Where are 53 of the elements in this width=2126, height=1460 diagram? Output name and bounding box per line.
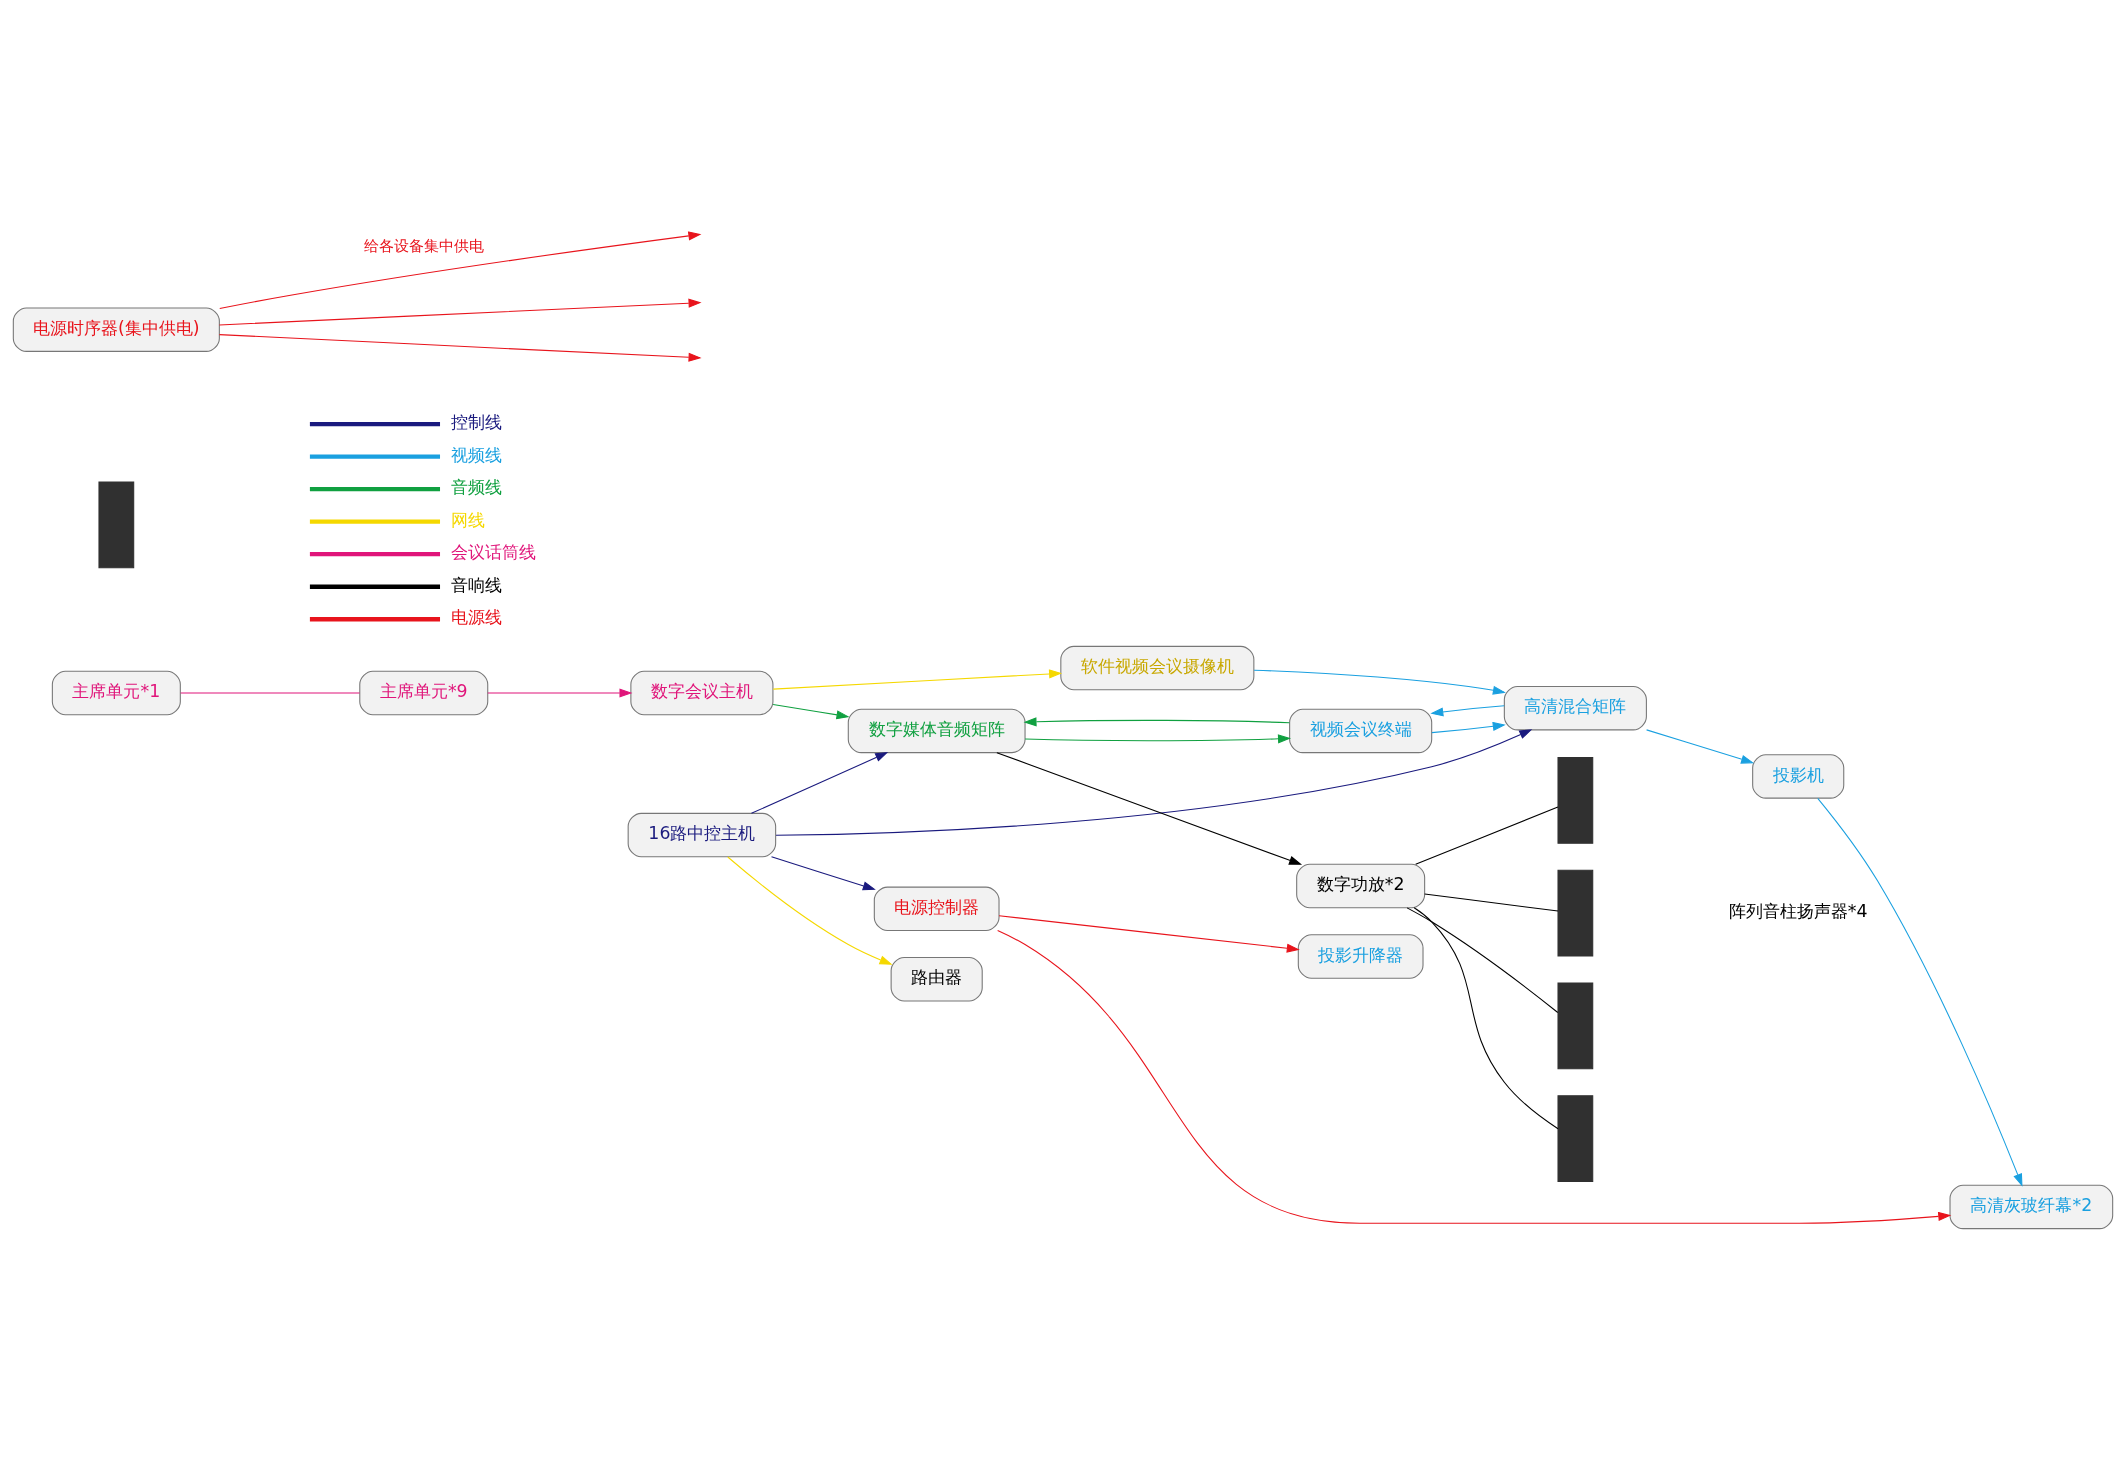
node-box: 投影机 [1752,753,1845,799]
arrow [218,298,702,326]
connector [1415,805,1559,865]
arrow [219,230,702,309]
arrow [487,687,633,698]
node-box: 主席单元*1 [51,670,181,715]
node-box [1557,756,1594,844]
connector [1424,893,1559,912]
legend-label: 网线 [450,509,485,530]
node-box: 主席单元*9 [359,670,489,715]
node-box: 高清混合矩阵 [1503,685,1647,730]
connector [1406,906,1559,1013]
node-box [98,481,135,568]
node-box: 电源控制器 [873,886,1000,931]
node-box: 软件视频会议摄像机 [1060,645,1255,690]
arrow [996,751,1303,865]
arrow [1817,797,2023,1187]
legend-label: 控制线 [450,411,502,432]
legend-label: 视频线 [450,444,502,465]
arrow [997,929,1952,1224]
node-box: 视频会议终端 [1289,708,1433,753]
node-box: 数字功放*2 [1296,863,1426,908]
arrow [1431,721,1506,733]
connector [1413,906,1559,1129]
node-box: 数字会议主机 [630,670,774,715]
legend-label: 会议话筒线 [450,541,536,562]
label: 阵列音柱扬声器*4 [1728,900,1868,921]
node-box [1557,982,1594,1069]
arrow [1024,733,1292,743]
node-box [1557,869,1594,956]
edge-label: 给各设备集中供电 [363,236,484,255]
arrow [772,703,850,719]
arrow [750,751,889,814]
arrow [1023,716,1290,726]
arrow [772,668,1063,690]
arrow [771,855,876,890]
legend-label: 电源线 [450,606,502,627]
arrow [727,856,893,965]
legend-label: 音频线 [450,476,502,497]
node-box: 电源时序器(集中供电) [12,307,220,352]
node-box: 投影升降器 [1297,933,1424,979]
arrow [1253,669,1506,695]
arrow [775,728,1533,836]
legend-label: 音响线 [450,574,502,595]
arrow [218,333,702,362]
arrow [998,914,1300,953]
node-box [1557,1094,1594,1182]
node-box: 16路中控主机 [627,812,777,857]
arrow [1430,704,1505,716]
node-box: 路由器 [890,956,983,1001]
node-box: 高清灰玻纤幕*2 [1949,1184,2114,1229]
arrow [1646,728,1755,764]
node-box: 数字媒体音频矩阵 [847,708,1026,753]
